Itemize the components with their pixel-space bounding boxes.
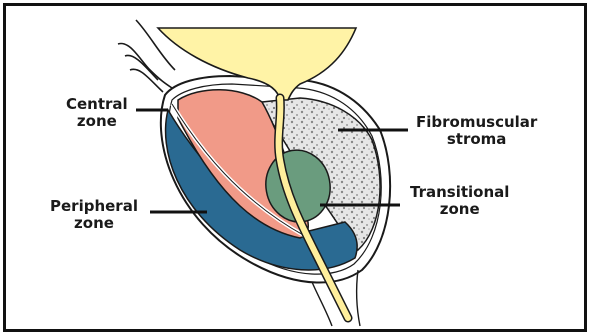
label-transitional-zone-line1: Transitional: [410, 184, 509, 201]
label-peripheral-zone-line1: Peripheral: [50, 198, 138, 215]
label-transitional-zone: Transitional zone: [410, 184, 509, 218]
label-central-zone: Central zone: [66, 96, 128, 130]
label-central-zone-line2: zone: [66, 113, 128, 130]
label-transitional-zone-line2: zone: [410, 201, 509, 218]
label-fibromuscular-stroma: Fibromuscular stroma: [416, 114, 537, 148]
label-peripheral-zone-line2: zone: [50, 215, 138, 232]
label-fibromuscular-stroma-line1: Fibromuscular: [416, 114, 537, 131]
label-fibromuscular-stroma-line2: stroma: [416, 131, 537, 148]
label-central-zone-line1: Central: [66, 96, 128, 113]
label-peripheral-zone: Peripheral zone: [50, 198, 138, 232]
